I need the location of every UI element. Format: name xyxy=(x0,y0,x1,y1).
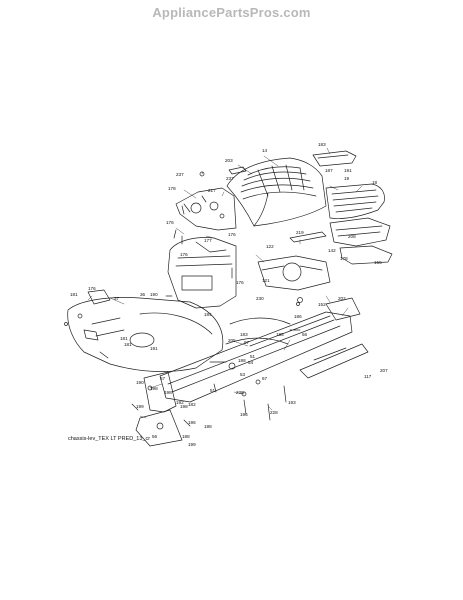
callout-number: 219 xyxy=(296,230,304,235)
callout-number: 178 xyxy=(168,186,176,191)
callout-number: 57 xyxy=(160,376,166,381)
callout-number: 121 xyxy=(262,278,270,283)
callout-number: 181 xyxy=(124,342,132,347)
callout-number: 196 xyxy=(188,420,196,425)
callout-number: 177 xyxy=(204,238,212,243)
fastener-parts xyxy=(64,171,303,427)
fender-part xyxy=(67,297,224,372)
callout-number: 182 xyxy=(188,402,196,407)
frame-part xyxy=(159,311,369,403)
callout-number: 230 xyxy=(236,390,244,395)
hood-part xyxy=(226,157,327,227)
callout-labels: 203 14 183 237 178 217 187 191 19 18 176 177 237 176 1… xyxy=(70,142,388,447)
callout-number: 187 xyxy=(325,168,333,173)
callout-number: 198 xyxy=(150,386,158,391)
callout-number: 237 xyxy=(226,176,234,181)
grille-insert-part xyxy=(329,217,393,265)
callout-number: 190 xyxy=(150,292,158,297)
callout-number: 176 xyxy=(228,232,236,237)
callout-number: 56 xyxy=(152,434,158,439)
callout-number: 67 xyxy=(262,376,268,381)
callout-number: 176 xyxy=(236,280,244,285)
hood-strip-part xyxy=(228,166,247,175)
callout-number: 237 xyxy=(176,172,184,177)
callout-number: 176 xyxy=(88,286,96,291)
callout-number: 14 xyxy=(262,148,268,153)
callout-number: 202 xyxy=(338,296,346,301)
callout-number: 186 xyxy=(294,314,302,319)
callout-number: 176 xyxy=(180,252,188,257)
callout-number: 193 xyxy=(288,400,296,405)
callout-number: 188 xyxy=(182,434,190,439)
callout-number: 196 xyxy=(240,412,248,417)
callout-number: 97 xyxy=(244,340,250,345)
callout-number: 51 xyxy=(210,388,216,393)
callout-number: 181 xyxy=(120,336,128,341)
axle-support-part xyxy=(135,371,183,447)
trim-strip-part xyxy=(289,231,327,243)
belt-part xyxy=(229,317,291,325)
callout-number: 117 xyxy=(364,374,372,379)
callout-number: 54 xyxy=(248,360,254,365)
footrest-part xyxy=(325,297,361,321)
callout-number: 53 xyxy=(240,372,246,377)
callout-number: 18 xyxy=(372,180,378,185)
dash-panel-part xyxy=(175,187,237,231)
callout-number: 203 xyxy=(225,158,233,163)
callout-number: 122 xyxy=(266,244,274,249)
callout-number: 228 xyxy=(270,410,278,415)
callout-number: 190 xyxy=(136,380,144,385)
callout-number: 19 xyxy=(344,176,350,181)
callout-number: 36 xyxy=(140,292,146,297)
callout-number: 199 xyxy=(136,404,144,409)
callout-number: 208 xyxy=(348,234,356,239)
callout-number: 198 xyxy=(164,390,172,395)
callout-number: 192 xyxy=(176,400,184,405)
site-header: AppliancePartsPros.com xyxy=(0,0,463,24)
callout-number: 217 xyxy=(208,188,216,193)
callout-number: 152 xyxy=(318,302,326,307)
diagram-caption: chassis-lev_TEX LT PRED_13_cr xyxy=(68,436,151,442)
console-part xyxy=(167,237,237,309)
callout-number: 184 xyxy=(204,312,212,317)
callout-number: 205 xyxy=(228,338,236,343)
callout-number: 178 xyxy=(340,256,348,261)
site-name[interactable]: AppliancePartsPros.com xyxy=(152,5,311,20)
hood-ornament-part xyxy=(312,150,357,167)
cup-holder-part xyxy=(87,289,111,305)
callout-number: 51 xyxy=(250,354,256,359)
callout-number: 199 xyxy=(188,442,196,447)
callout-number: 181 xyxy=(70,292,78,297)
callout-number: 185 xyxy=(276,332,284,337)
grille-part xyxy=(325,183,385,219)
center-console-part xyxy=(257,255,331,291)
leader-lines xyxy=(87,147,363,419)
callout-number: 142 xyxy=(328,248,336,253)
callout-number: 188 xyxy=(204,424,212,429)
callout-number: 191 xyxy=(344,168,352,173)
callout-number: 207 xyxy=(380,368,388,373)
callout-number: 183 xyxy=(318,142,326,147)
callout-number: 198 xyxy=(180,404,188,409)
callout-number: 56 xyxy=(302,332,308,337)
callout-number: 188 xyxy=(238,358,246,363)
callout-number: 176 xyxy=(166,220,174,225)
callout-number: 37 xyxy=(114,296,120,301)
callout-number: 191 xyxy=(150,346,158,351)
callout-number: 230 xyxy=(256,296,264,301)
callout-number: 183 xyxy=(240,332,248,337)
callout-number: 155 xyxy=(374,260,382,265)
